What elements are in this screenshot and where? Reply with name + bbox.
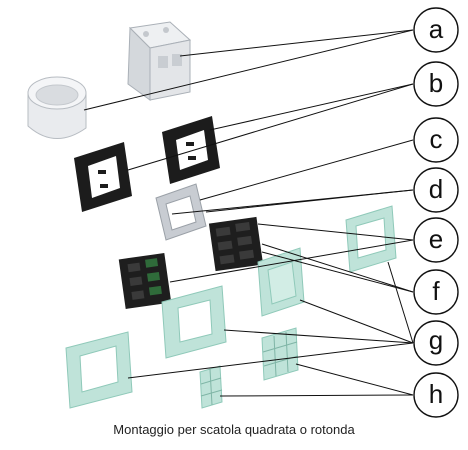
callout-a-label: a: [429, 14, 444, 44]
rocker-keys-small: [199, 365, 223, 409]
callout-h-label: h: [429, 379, 443, 409]
leader-lines: [83, 29, 414, 397]
callout-h: h: [413, 372, 459, 418]
callout-e: e: [413, 217, 459, 263]
round-flush-box: [27, 76, 87, 139]
figure-caption: Montaggio per scatola quadrata o rotonda: [113, 422, 355, 437]
mounting-plate: [155, 183, 207, 241]
cover-frame-tall: [161, 285, 227, 359]
callout-d: d: [413, 167, 459, 213]
square-flush-box: [127, 21, 192, 101]
cover-frame-large: [65, 331, 133, 409]
callout-g-label: g: [429, 325, 443, 355]
callout-c-label: c: [430, 124, 443, 154]
cover-plate-middle: [257, 247, 305, 317]
callout-c: c: [413, 117, 459, 163]
switch-module-right: [208, 216, 264, 272]
callout-d-label: d: [429, 174, 443, 204]
cover-frame-right: [345, 205, 397, 273]
callout-f-label: f: [432, 276, 440, 306]
switch-module-left: [118, 253, 172, 309]
support-frame-right: [162, 116, 220, 184]
callout-a: a: [413, 7, 459, 53]
callout-e-label: e: [429, 224, 443, 254]
callout-b: b: [413, 61, 459, 107]
callout-b-label: b: [429, 68, 443, 98]
callout-f: f: [413, 269, 459, 315]
callout-g: g: [413, 320, 459, 366]
rocker-keys-large: [261, 327, 299, 381]
support-frame-left: [74, 142, 132, 212]
